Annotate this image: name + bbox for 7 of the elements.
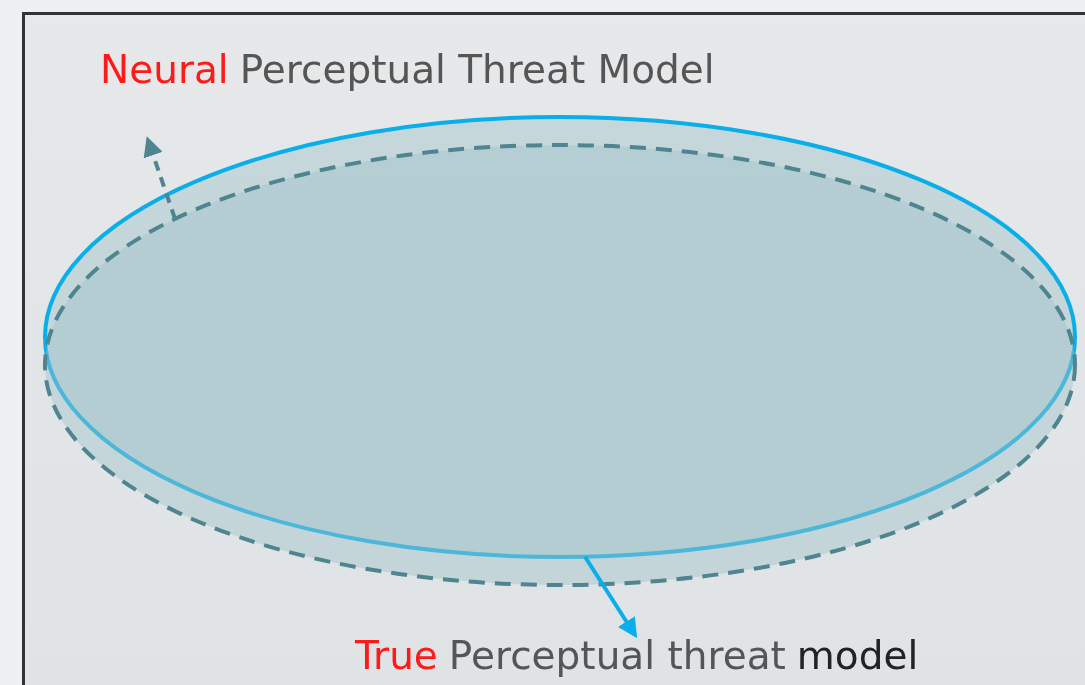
region-label: Perceptual threat [448, 633, 786, 678]
arrow [143, 136, 177, 220]
region-label: Neural [100, 47, 229, 92]
arrow [583, 555, 638, 639]
region-label: Perceptual Threat Model [239, 47, 715, 92]
region-label: model [796, 633, 919, 678]
region-label: True [355, 633, 438, 678]
